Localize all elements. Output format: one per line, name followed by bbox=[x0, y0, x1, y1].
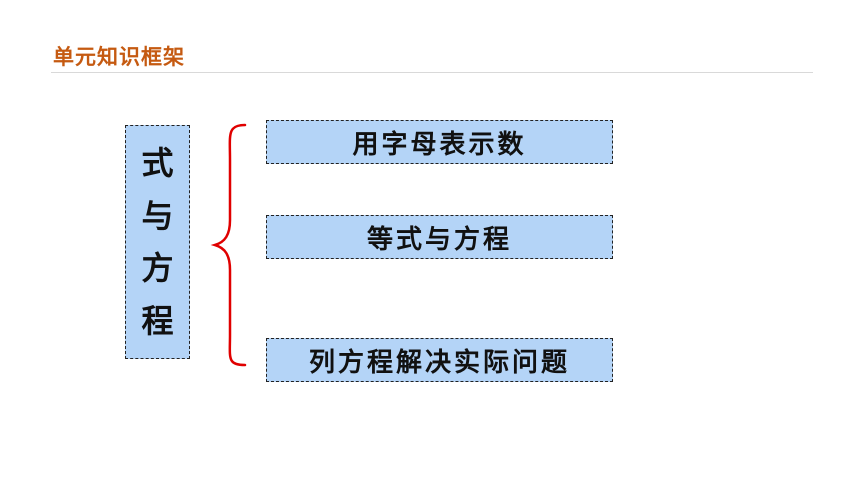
root-node-box: 式 与 方 程 bbox=[125, 125, 190, 359]
branch-node-label: 等式与方程 bbox=[366, 224, 512, 255]
root-node-char: 与 bbox=[141, 196, 174, 235]
branch-node-label: 列方程解决实际问题 bbox=[308, 347, 570, 378]
branch-node-box: 等式与方程 bbox=[266, 215, 613, 259]
title-divider bbox=[51, 72, 813, 73]
page-title: 单元知识框架 bbox=[53, 45, 185, 69]
branch-node-label: 用字母表示数 bbox=[352, 129, 527, 160]
branch-node-box: 列方程解决实际问题 bbox=[266, 338, 613, 382]
root-node-char: 程 bbox=[141, 301, 174, 340]
root-node-char: 式 bbox=[141, 144, 174, 182]
branch-node-box: 用字母表示数 bbox=[266, 120, 613, 164]
curly-brace bbox=[210, 123, 247, 367]
root-node-char: 方 bbox=[141, 249, 174, 288]
